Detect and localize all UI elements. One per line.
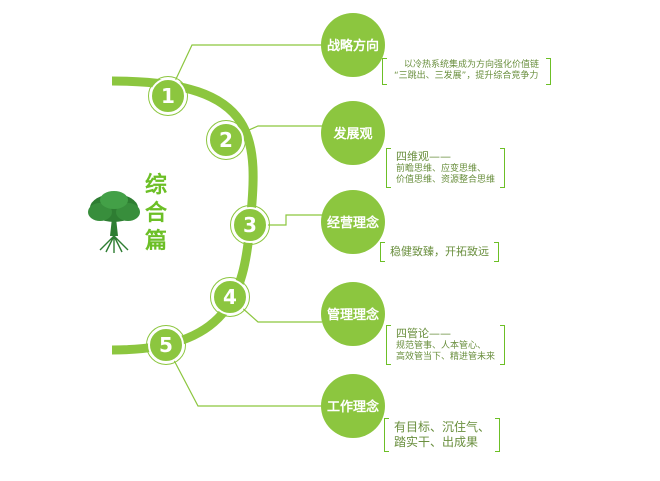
side-title-char-2: 合 (145, 200, 168, 226)
description-3-line-1: 稳健致臻，开拓致远 (390, 245, 489, 258)
description-4-line-2: 规范管事、人本管心、 (396, 340, 487, 351)
number-label-2: 2 (219, 128, 233, 152)
title-circle-1: 战略方向 (321, 13, 385, 77)
side-title-char-3: 篇 (145, 228, 167, 254)
title-label-5: 工作理念 (327, 399, 379, 415)
number-circle-3: 3 (230, 205, 270, 245)
title-circle-5: 工作理念 (321, 374, 385, 438)
connector-5 (165, 344, 322, 407)
description-4-line-3: 高效管当下、精进管未来 (396, 352, 496, 362)
number-circle-5: 5 (146, 325, 186, 365)
number-label-4: 4 (223, 285, 237, 309)
description-2-line-3: 价值思维、资源整合思维 (396, 175, 496, 185)
description-3: 稳健致臻，开拓致远 (380, 242, 499, 262)
number-label-5: 5 (159, 333, 173, 357)
title-label-2: 发展观 (332, 126, 372, 142)
description-1-line-2: “三跳出、三发展”，提升综合竞争力 (394, 71, 539, 82)
description-2: 四维观—— 前瞻思维、应变思维、 价值思维、资源整合思维 (386, 148, 506, 189)
number-label-3: 3 (243, 213, 257, 237)
description-4: 四管论—— 规范管事、人本管心、 高效管当下、精进管未来 (386, 325, 506, 366)
description-5-line-2: 踏实干、出成果 (394, 435, 479, 449)
title-label-4: 管理理念 (327, 307, 379, 323)
connector-1 (167, 44, 322, 97)
description-4-line-1: 四管论—— (396, 327, 451, 340)
number-circle-1: 1 (148, 76, 188, 116)
number-circle-2: 2 (206, 120, 246, 160)
description-1-line-1: 以冷热系统集成为方向强化价值链 (404, 60, 540, 70)
tree-icon (88, 191, 140, 253)
number-label-1: 1 (161, 84, 175, 108)
number-circle-4: 4 (210, 277, 250, 317)
title-label-3: 经营理念 (327, 215, 379, 231)
description-1: 以冷热系统集成为方向强化价值链 “三跳出、三发展”，提升综合竞争力 (382, 58, 552, 85)
description-5: 有目标、沉住气、 踏实干、出成果 (384, 418, 501, 452)
title-circle-2: 发展观 (321, 101, 385, 165)
description-2-line-2: 前瞻思维、应变思维、 (396, 163, 487, 174)
title-label-1: 战略方向 (327, 38, 379, 54)
title-circle-4: 管理理念 (321, 282, 385, 346)
description-5-line-1: 有目标、沉住气、 (394, 420, 491, 434)
title-circle-3: 经营理念 (321, 190, 385, 254)
description-2-line-1: 四维观—— (396, 150, 451, 163)
side-title-char-1: 综 (145, 172, 167, 198)
